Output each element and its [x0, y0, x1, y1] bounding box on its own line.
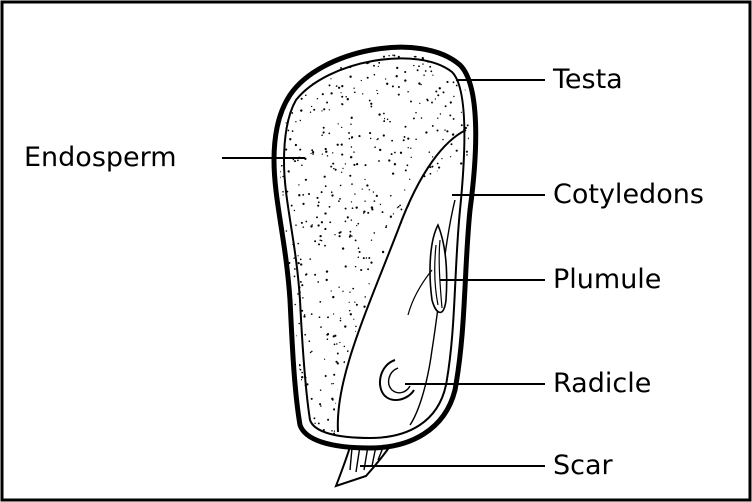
scar-label: Scar: [553, 452, 613, 479]
testa-label: Testa: [553, 66, 623, 93]
cotyledons-label: Cotyledons: [553, 181, 704, 208]
radicle-label: Radicle: [553, 370, 651, 397]
plumule-label: Plumule: [553, 266, 661, 293]
endosperm-label: Endosperm: [24, 144, 177, 171]
